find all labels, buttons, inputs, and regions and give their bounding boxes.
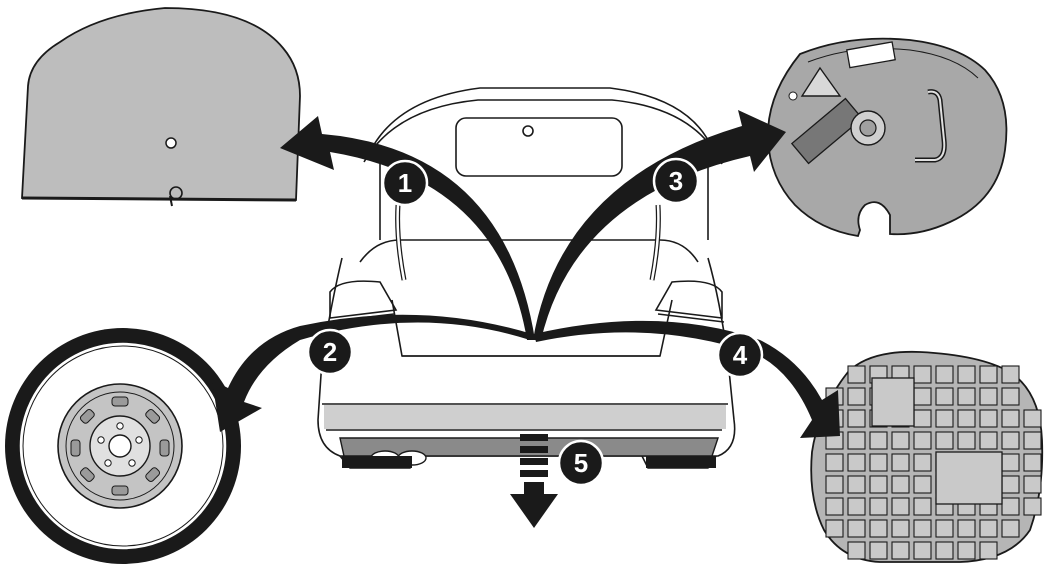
foam-cell (1002, 520, 1019, 537)
foam-cell (914, 520, 931, 537)
foam-cell (892, 476, 909, 493)
foam-cell (958, 410, 975, 427)
step-badge-4: 4 (718, 333, 762, 377)
foam-cell (848, 388, 865, 405)
foam-cell (936, 366, 953, 383)
step-badge-1: 1 (383, 161, 427, 205)
foam-cell (980, 366, 997, 383)
foam-cell (958, 432, 975, 449)
foam-cell (1002, 498, 1019, 515)
foam-cell (1002, 454, 1019, 471)
foam-cell (870, 454, 887, 471)
removal-arrows (212, 110, 840, 528)
foam-cell (914, 498, 931, 515)
cover-mat-part (22, 8, 300, 206)
foam-cell (826, 520, 843, 537)
foam-cell (914, 410, 931, 427)
foam-cell (826, 476, 843, 493)
arrow-1 (280, 116, 535, 340)
foam-cell (936, 410, 953, 427)
foam-cell (870, 476, 887, 493)
foam-cell (936, 542, 953, 559)
foam-cell (958, 388, 975, 405)
foam-cell (848, 454, 865, 471)
foam-cell (848, 366, 865, 383)
foam-cell (936, 520, 953, 537)
foam-cell (892, 520, 909, 537)
foam-cell (1024, 432, 1041, 449)
foam-cell (980, 410, 997, 427)
foam-cell (958, 520, 975, 537)
foam-cell (1002, 432, 1019, 449)
foam-cell (870, 520, 887, 537)
foam-cell (980, 388, 997, 405)
foam-cell (914, 366, 931, 383)
step-badge-2: 2 (308, 330, 352, 374)
svg-text:2: 2 (323, 337, 337, 367)
foam-cell (1002, 366, 1019, 383)
foam-cell (870, 542, 887, 559)
foam-cell (892, 542, 909, 559)
foam-cell (914, 432, 931, 449)
foam-cell (1002, 476, 1019, 493)
foam-cell (826, 454, 843, 471)
foam-cell (848, 520, 865, 537)
foam-cell (936, 432, 953, 449)
foam-cell (914, 388, 931, 405)
foam-insert-part (811, 352, 1042, 562)
foam-cell (870, 498, 887, 515)
foam-cell (848, 498, 865, 515)
foam-cell (826, 498, 843, 515)
svg-text:3: 3 (669, 166, 683, 196)
foam-cell (1024, 454, 1041, 471)
foam-cell (980, 520, 997, 537)
foam-cell (1002, 388, 1019, 405)
foam-cell (914, 542, 931, 559)
spare-wheel-part (5, 328, 241, 564)
tool-tray-part (768, 39, 1007, 236)
foam-cell (848, 542, 865, 559)
foam-cell (848, 410, 865, 427)
foam-cell (1002, 410, 1019, 427)
svg-text:5: 5 (574, 448, 588, 478)
foam-cell (914, 454, 931, 471)
rear-bumper-band (324, 405, 726, 429)
foam-cell (1024, 498, 1041, 515)
foam-cell (958, 366, 975, 383)
foam-cell (892, 454, 909, 471)
foam-cell (980, 542, 997, 559)
svg-text:1: 1 (398, 168, 412, 198)
foam-cell (1024, 476, 1041, 493)
step-badge-5: 5 (559, 441, 603, 485)
foam-cell (936, 388, 953, 405)
foam-cell (892, 498, 909, 515)
foam-cell (980, 432, 997, 449)
svg-text:4: 4 (733, 340, 748, 370)
foam-cell (958, 542, 975, 559)
foam-cell (914, 476, 931, 493)
foam-cell (870, 432, 887, 449)
foam-cell (1024, 410, 1041, 427)
step-badge-3: 3 (654, 159, 698, 203)
foam-cell (848, 432, 865, 449)
foam-cell (848, 476, 865, 493)
foam-cell (892, 432, 909, 449)
